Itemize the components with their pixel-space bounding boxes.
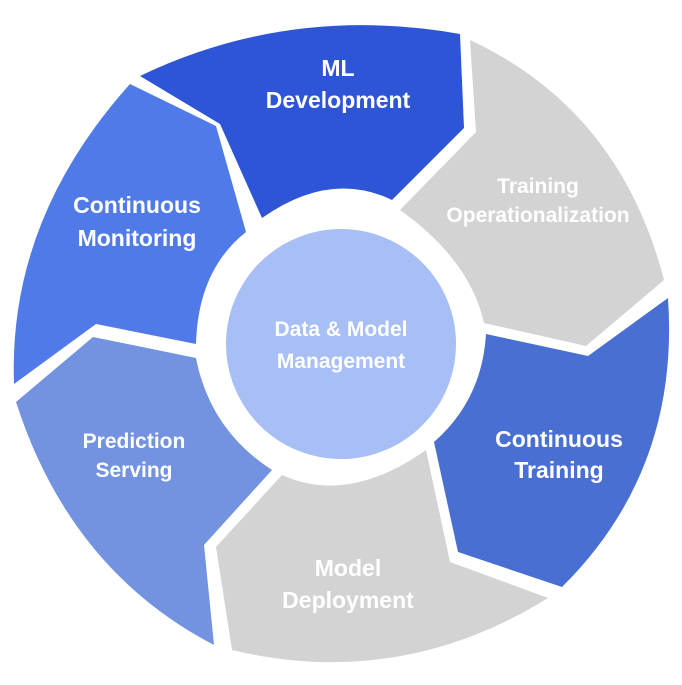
continuous-training-label-line1: Continuous (495, 426, 623, 452)
center-label-line2: Management (277, 350, 405, 373)
training-operationalization-label-line2: Operationalization (446, 204, 629, 227)
segment-ml-development (140, 25, 464, 218)
ml-development-label-line1: ML (321, 55, 354, 81)
segment-continuous-training (434, 298, 670, 587)
segment-model-deployment (216, 450, 548, 663)
prediction-serving-label-line1: Prediction (83, 430, 186, 453)
center-label-line1: Data & Model (274, 318, 407, 341)
segment-training-operationalization (400, 40, 664, 346)
continuous-training-label-line2: Training (514, 457, 603, 483)
prediction-serving-label-line2: Serving (95, 459, 172, 482)
segment-continuous-monitoring (13, 84, 246, 384)
model-deployment-label-line1: Model (315, 555, 381, 581)
model-deployment-label-line2: Deployment (282, 587, 414, 613)
center-hub (210, 213, 472, 475)
ml-development-label-line2: Development (266, 87, 411, 113)
training-operationalization-label-line1: Training (497, 175, 579, 198)
segment-prediction-serving (16, 337, 272, 645)
continuous-monitoring-label-line1: Continuous (73, 192, 201, 218)
continuous-monitoring-label-line2: Monitoring (78, 225, 197, 251)
